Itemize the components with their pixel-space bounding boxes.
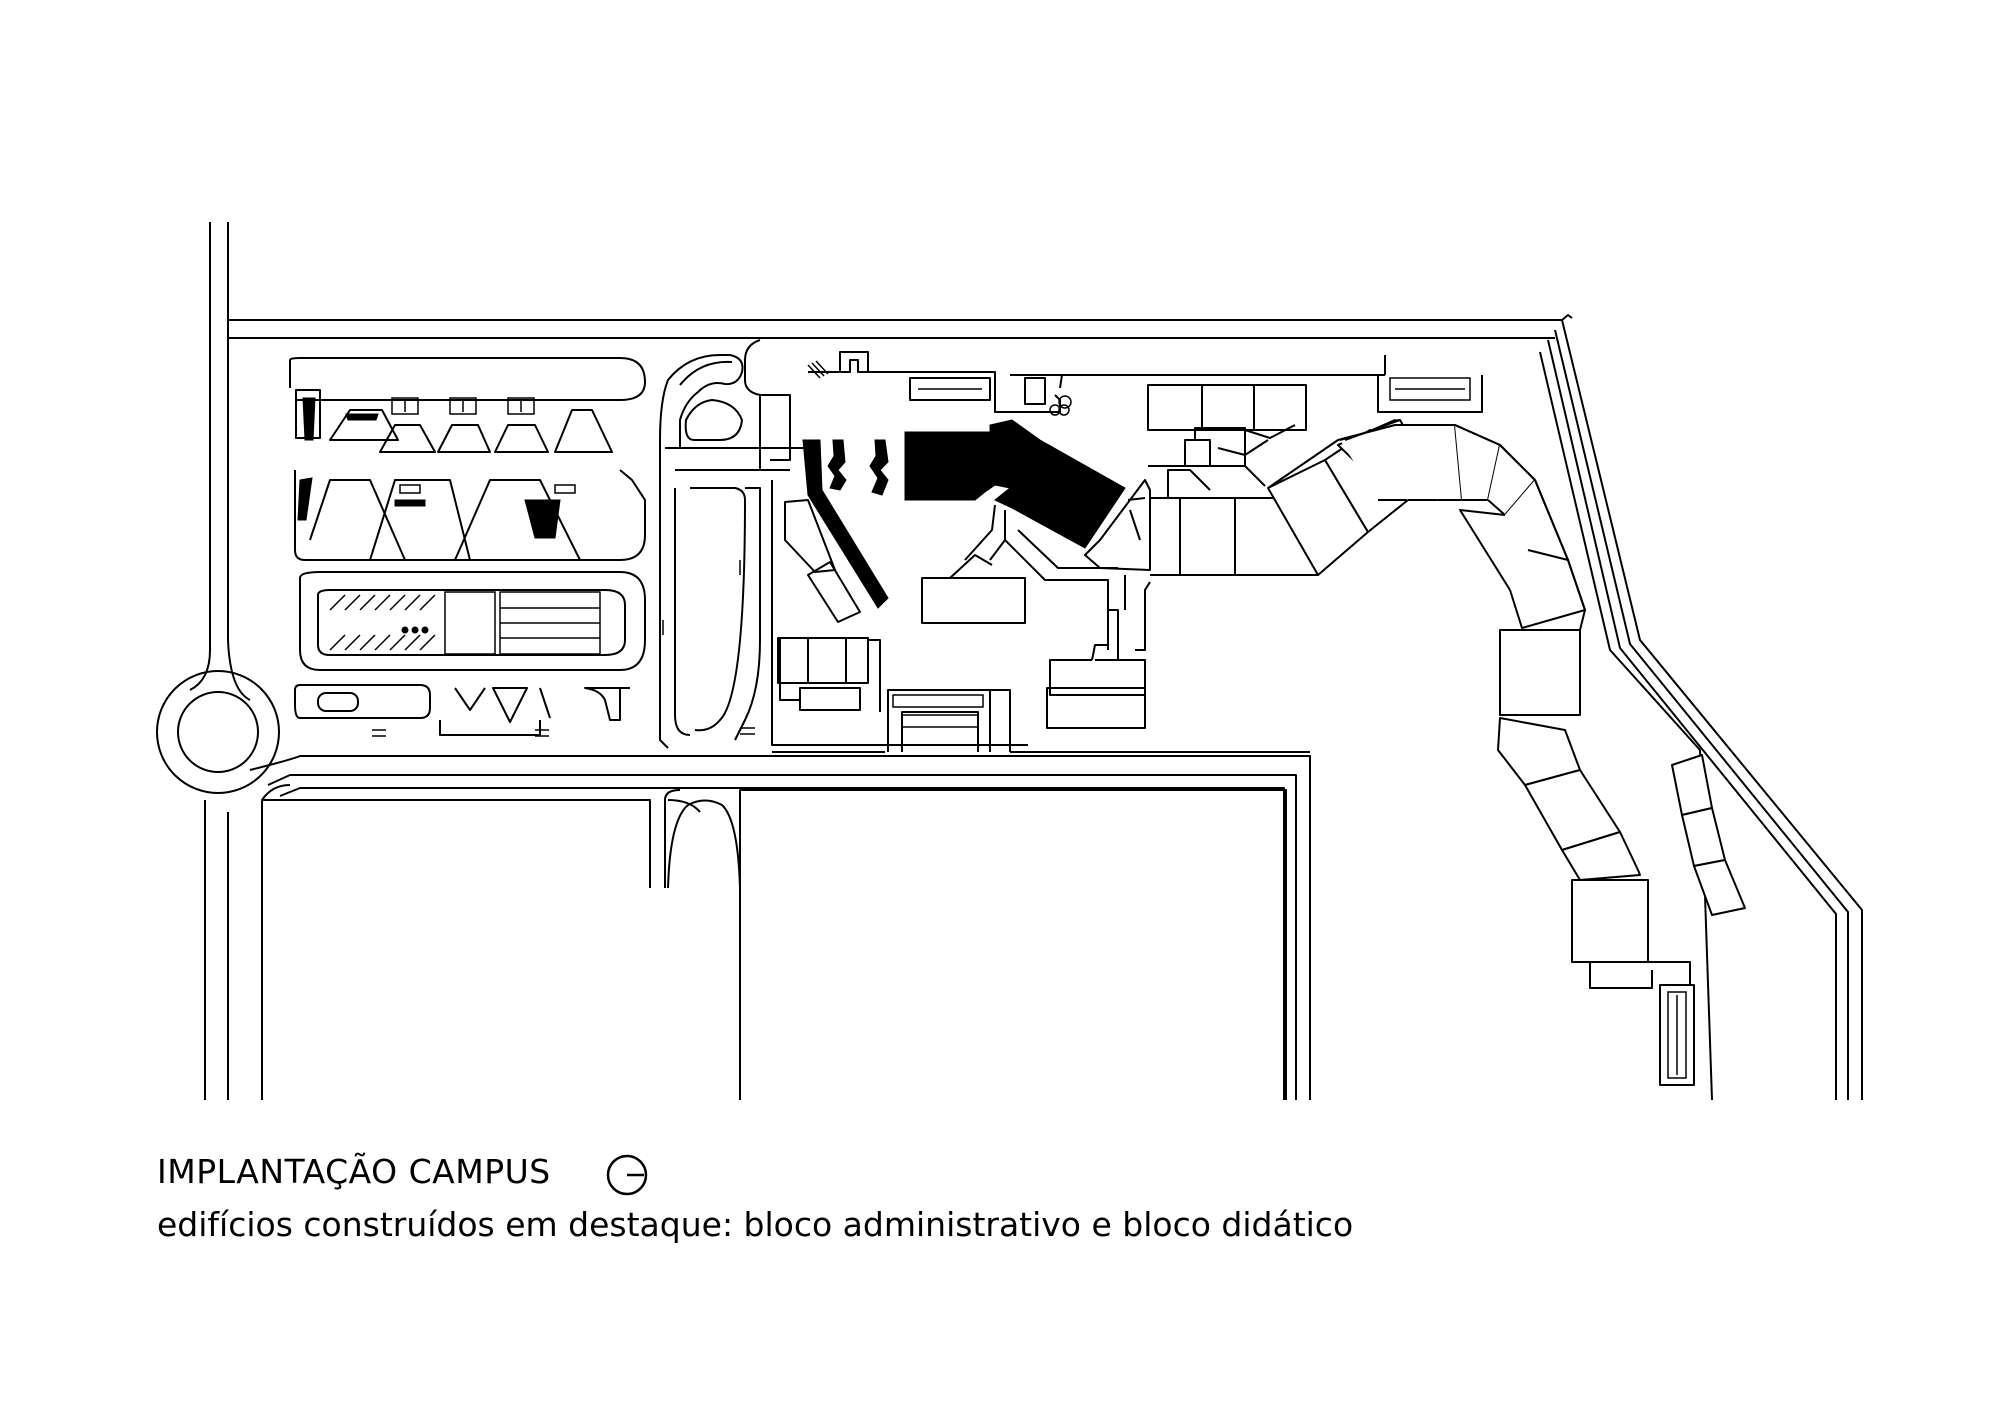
caption-title: IMPLANTAÇÃO CAMPUS (157, 1152, 551, 1191)
didactic-chain (1234, 419, 1746, 1086)
highlighted-buildings (802, 419, 1126, 609)
south-blocks (261, 784, 1287, 1100)
didactic-chain-outline (1267, 424, 1586, 631)
caption-subtitle: edifícios construídos em destaque: bloco… (157, 1205, 1354, 1244)
parking-stalls (329, 591, 601, 655)
sports-area (289, 357, 646, 737)
north-arrow-icon (606, 1154, 648, 1196)
campus-buildings (777, 351, 1483, 752)
central-roads (659, 339, 1028, 749)
perimeter-roads (156, 222, 1863, 1101)
